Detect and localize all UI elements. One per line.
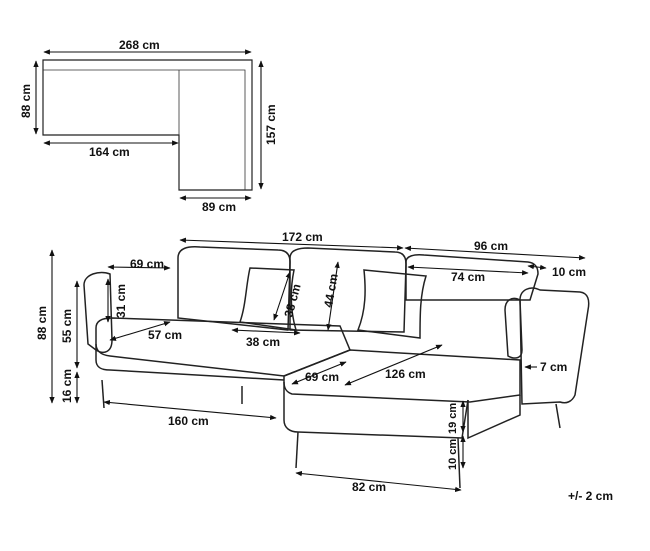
label-268cm: 268 cm [119, 38, 160, 52]
label-164cm: 164 cm [89, 145, 130, 159]
label-172cm: 172 cm [282, 230, 323, 244]
label-160cm: 160 cm [168, 414, 209, 428]
dim-line-38-cushion [231, 327, 301, 336]
right-arm [519, 287, 590, 405]
label-89cm: 89 cm [202, 200, 236, 214]
right-arm-cushion [504, 297, 523, 359]
label-16cm: 16 cm [60, 369, 74, 403]
label-10cm-arm: 10 cm [552, 265, 586, 279]
label-19cm: 19 cm [447, 403, 459, 434]
label-74cm: 74 cm [451, 270, 485, 284]
label-31cm: 31 cm [114, 284, 128, 318]
label-82cm: 82 cm [352, 480, 386, 494]
pillow-right [356, 269, 427, 339]
front-view-dimensions: 172 cm 96 cm 69 cm 31 cm 88 cm 55 cm 16 … [35, 230, 586, 494]
tolerance-note: +/- 2 cm [568, 489, 613, 503]
chaise-front [283, 382, 469, 439]
back-cushion-2 [289, 247, 407, 333]
leg-3 [295, 431, 299, 469]
main-base [95, 344, 285, 381]
label-126cm: 126 cm [385, 367, 426, 381]
label-88cm-front: 88 cm [35, 306, 49, 340]
label-44cm: 44 cm [321, 273, 341, 309]
dim-line-74 [407, 264, 529, 276]
chaise-side [467, 395, 521, 440]
label-69cm-arm: 69 cm [130, 257, 164, 271]
label-38cm-cushion: 38 cm [246, 335, 280, 349]
dim-line-44 [326, 261, 340, 331]
dim-line-96 [404, 245, 586, 261]
label-88cm-top: 88 cm [19, 84, 33, 118]
label-7cm: 7 cm [540, 360, 567, 374]
dim-line-160 [103, 399, 277, 421]
top-view: 268 cm 88 cm 164 cm 157 cm 89 cm [19, 38, 278, 214]
dim-line-10-arm [527, 264, 547, 270]
label-69cm-chaise: 69 cm [305, 370, 339, 384]
label-96cm: 96 cm [474, 239, 508, 253]
top-view-inner-line [43, 69, 246, 190]
dim-line-82 [295, 470, 462, 493]
dim-line-38-pillow [273, 271, 291, 321]
dim-line-57 [109, 321, 171, 341]
label-57cm: 57 cm [148, 328, 182, 342]
leg-1 [101, 379, 105, 409]
dim-line-126 [344, 344, 443, 386]
dim-line-69-arm [107, 264, 171, 271]
top-view-outline [42, 59, 253, 191]
label-55cm: 55 cm [60, 309, 74, 343]
main-seat [95, 317, 351, 377]
sofa-drawing [83, 246, 590, 489]
dim-line-69-chaise [291, 361, 347, 385]
label-157cm: 157 cm [264, 104, 278, 145]
back-cushion-1 [177, 246, 291, 331]
dim-line-172 [179, 237, 404, 251]
label-10cm-leg: 10 cm [447, 439, 459, 470]
leg-5 [555, 403, 561, 429]
